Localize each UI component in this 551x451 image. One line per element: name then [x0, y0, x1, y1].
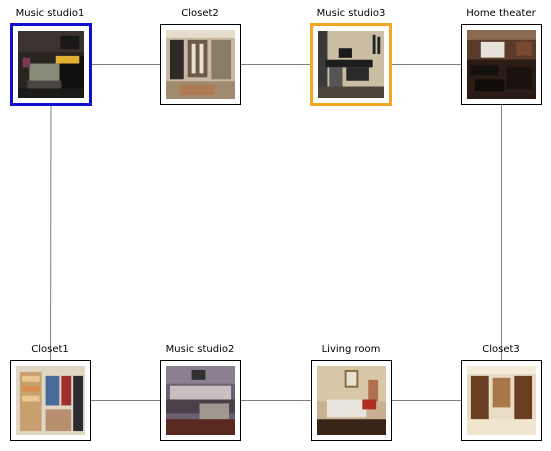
- room-thumbnail: [467, 366, 536, 435]
- room-thumbnail: [317, 366, 386, 435]
- room-thumbnail: [166, 366, 235, 435]
- node-music-studio1[interactable]: [10, 23, 92, 106]
- node-closet2[interactable]: [160, 24, 241, 105]
- node-living-room[interactable]: [311, 360, 392, 441]
- node-label: Closet3: [482, 344, 520, 355]
- room-thumbnail: [16, 366, 85, 435]
- room-thumbnail: [318, 31, 384, 98]
- room-thumbnail: [467, 30, 536, 99]
- node-label: Living room: [321, 344, 381, 355]
- node-label: Music studio1: [15, 8, 85, 19]
- node-label: Home theater: [466, 8, 536, 19]
- node-label: Music studio2: [165, 344, 235, 355]
- node-label: Closet1: [31, 344, 69, 355]
- node-label: Closet2: [181, 8, 219, 19]
- node-home-theater[interactable]: [461, 24, 542, 105]
- room-thumbnail: [166, 30, 235, 99]
- node-music-studio3[interactable]: [310, 23, 392, 106]
- node-label: Music studio3: [316, 8, 386, 19]
- node-closet3[interactable]: [461, 360, 542, 441]
- room-thumbnail: [18, 31, 84, 98]
- edge-music-studio1-closet1: [50, 64, 52, 401]
- node-closet1[interactable]: [10, 360, 91, 441]
- node-music-studio2[interactable]: [160, 360, 241, 441]
